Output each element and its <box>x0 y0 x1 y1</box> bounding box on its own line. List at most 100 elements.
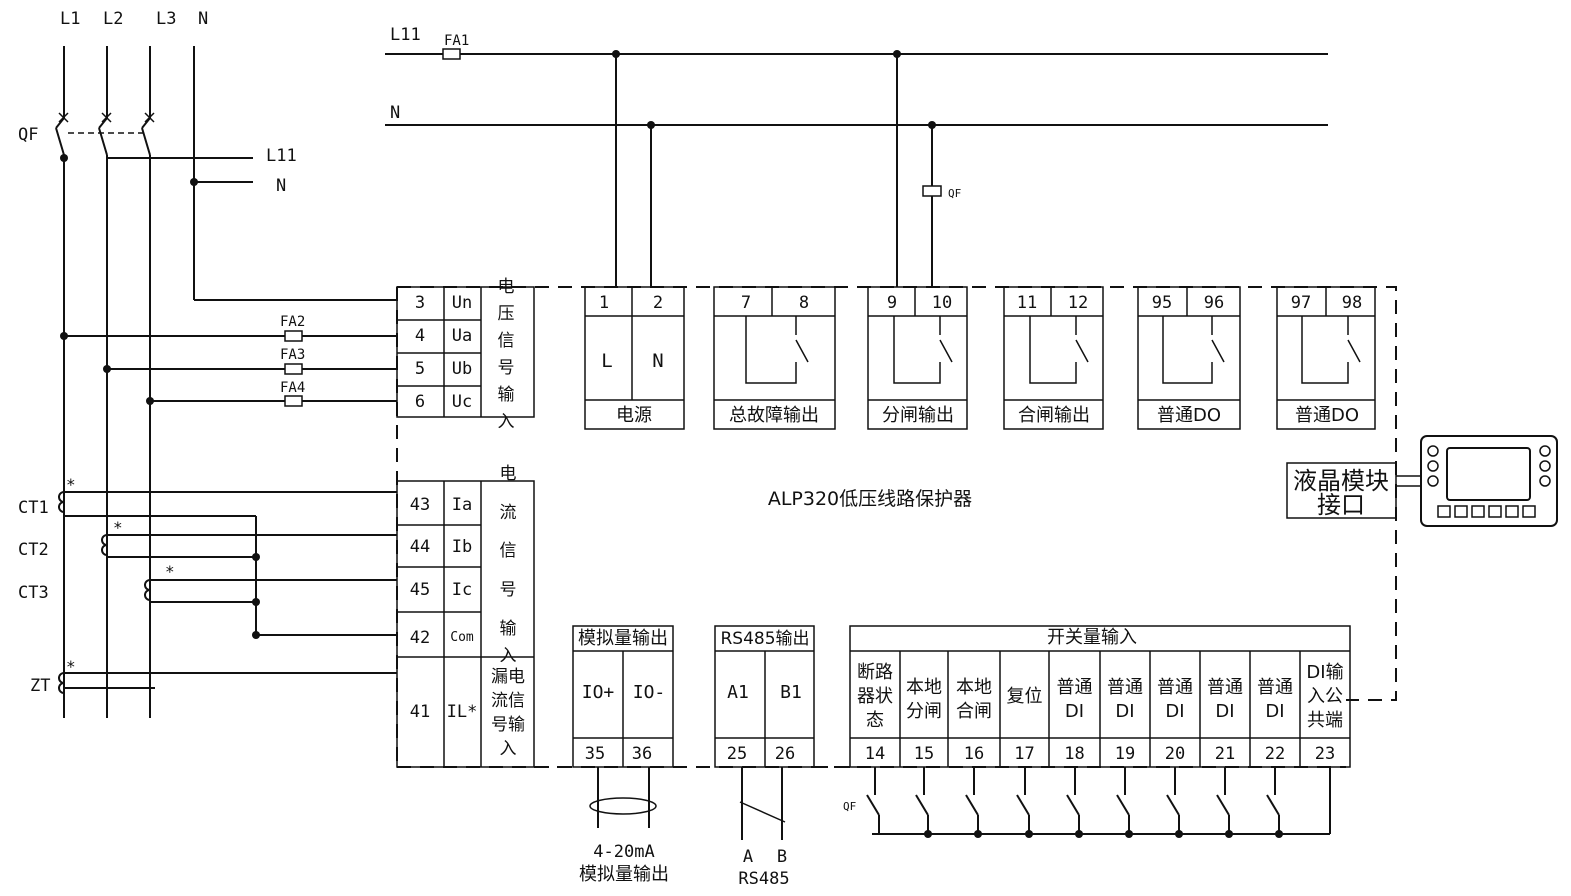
tap-label-l11: L11 <box>266 146 297 166</box>
terminal-5-label: Ub <box>452 359 472 379</box>
di-qf-label: QF <box>843 800 856 813</box>
di-label: DI <box>1265 701 1284 722</box>
di-switch <box>1266 767 1280 834</box>
power-caption: 电源 <box>616 405 652 426</box>
shield-ring <box>589 797 657 815</box>
power-group: 1 2 L N 电源 <box>584 286 685 430</box>
top-bus-label-n: N <box>390 103 400 123</box>
di-terminal-num: 18 <box>1064 744 1084 764</box>
di-switch <box>1116 767 1130 834</box>
output-terminal-num: 98 <box>1342 293 1362 313</box>
di-switch <box>965 767 979 834</box>
rs485-terminal-num: 25 <box>727 744 747 764</box>
di-header: 开关量输入 <box>1047 627 1137 648</box>
voltage-group-char: 入 <box>498 412 515 432</box>
left-busbars: L1 L2 L3 N QF L11 N <box>18 9 297 718</box>
current-group-char: 号 <box>500 580 517 600</box>
terminal-6-label: Uc <box>452 392 472 412</box>
di-label: 断路 <box>857 662 893 683</box>
ct2-polarity-mark: * <box>113 518 123 537</box>
di-terminal-num: 20 <box>1165 744 1185 764</box>
di-block: 开关量输入 断路器状态14本地分闸15本地合闸16复位17普通DI18普通DI1… <box>843 625 1351 838</box>
di-switch <box>915 767 929 834</box>
tap-label-n: N <box>276 176 286 196</box>
di-terminal-num: 22 <box>1265 744 1285 764</box>
ct1-label: CT1 <box>18 498 49 518</box>
output-terminal-num: 9 <box>887 293 897 313</box>
terminal-44-num: 44 <box>410 537 430 557</box>
analog-terminal-num: 35 <box>585 744 605 764</box>
trip-output-group: 9 10 分闸输出 <box>867 286 968 430</box>
ct2-label: CT2 <box>18 540 49 560</box>
bus-label-n: N <box>198 9 208 29</box>
output-terminal-num: 8 <box>799 293 809 313</box>
top-bus-label-l11: L11 <box>390 25 421 45</box>
ct3-label: CT3 <box>18 583 49 603</box>
di-label: DI输 <box>1306 662 1343 683</box>
relay-contact <box>1029 316 1089 384</box>
rs485-b-label: B <box>777 847 787 867</box>
relay-contact <box>1162 316 1225 384</box>
leak-group-char: 入 <box>500 739 517 759</box>
di-label: DI <box>1165 701 1184 722</box>
di-label: 态 <box>866 710 884 731</box>
output-terminal-num: 97 <box>1291 293 1311 313</box>
relay-contact <box>745 316 809 384</box>
fuse-fa3 <box>284 363 303 375</box>
zt-label: ZT <box>30 676 50 696</box>
rs485-a-label: A <box>743 847 753 867</box>
voltage-group-char: 信 <box>498 331 515 351</box>
di-label: DI <box>1065 701 1084 722</box>
voltage-terminal-block: 3 Un 4 Ua 5 Ub 6 Uc 电 压 信 号 输 入 FA2 FA3 … <box>60 277 535 432</box>
fuse-label-fa2: FA2 <box>280 314 305 330</box>
output-terminal-num: 10 <box>932 293 952 313</box>
fault-output-caption: 总故障输出 <box>729 405 819 426</box>
fault-output-group: 7 8 总故障输出 <box>713 286 836 430</box>
terminal-4-label: Ua <box>452 326 472 346</box>
twisted-pair-mark <box>739 801 786 823</box>
analog-output-block: 模拟量输出 IO+ IO- 35 36 4-20mA 模拟量输出 <box>572 625 674 885</box>
close-output-group: 11 12 合闸输出 <box>1003 286 1104 430</box>
terminal-41-label: IL* <box>447 702 478 722</box>
lcd-panel-icon <box>1420 435 1558 527</box>
di-switch <box>1066 767 1080 834</box>
di-label: 入公 <box>1307 686 1343 707</box>
di-switch <box>1016 767 1030 834</box>
di-label: 器状 <box>857 686 893 707</box>
terminal-5-num: 5 <box>415 359 425 379</box>
bus-label-l2: L2 <box>103 9 123 29</box>
di-label: 普通 <box>1207 677 1243 698</box>
di-switch <box>866 767 880 834</box>
rs485-below-caption: RS485 <box>738 869 789 889</box>
qf-trip-coil <box>922 185 942 197</box>
terminal-42-label: Com <box>450 630 474 645</box>
output-terminal-num: 11 <box>1017 293 1037 313</box>
di-label: 分闸 <box>906 701 942 722</box>
device-title: ALP320低压线路保护器 <box>768 488 972 510</box>
fuse-fa1 <box>442 48 461 60</box>
terminal-41-num: 41 <box>410 702 430 722</box>
output-terminal-num: 95 <box>1152 293 1172 313</box>
analog-terminal-num: 36 <box>632 744 652 764</box>
voltage-group-char: 压 <box>498 304 515 324</box>
current-group-char: 入 <box>500 646 517 666</box>
di-terminal-num: 15 <box>914 744 934 764</box>
leak-group-char: 漏电 <box>491 667 525 687</box>
fuse-label-fa4: FA4 <box>280 380 305 396</box>
terminal-43-num: 43 <box>410 495 430 515</box>
device-outline <box>396 286 1397 768</box>
di-label: 普通 <box>1057 677 1093 698</box>
lcd-interface: 液晶模块 接口 <box>1286 435 1558 527</box>
rs485-header: RS485输出 <box>720 629 809 649</box>
terminal-3-num: 3 <box>415 293 425 313</box>
di-label: 复位 <box>1007 686 1043 707</box>
di-terminal-num: 19 <box>1115 744 1135 764</box>
relay-contact <box>893 316 953 384</box>
lcd-label-line2: 接口 <box>1317 491 1365 519</box>
analog-below-signal: 4-20mA <box>593 842 654 862</box>
voltage-group-char: 输 <box>498 385 515 405</box>
fuse-fa4 <box>284 395 303 407</box>
di-label: 本地 <box>906 677 942 698</box>
voltage-group-char: 号 <box>498 358 515 378</box>
